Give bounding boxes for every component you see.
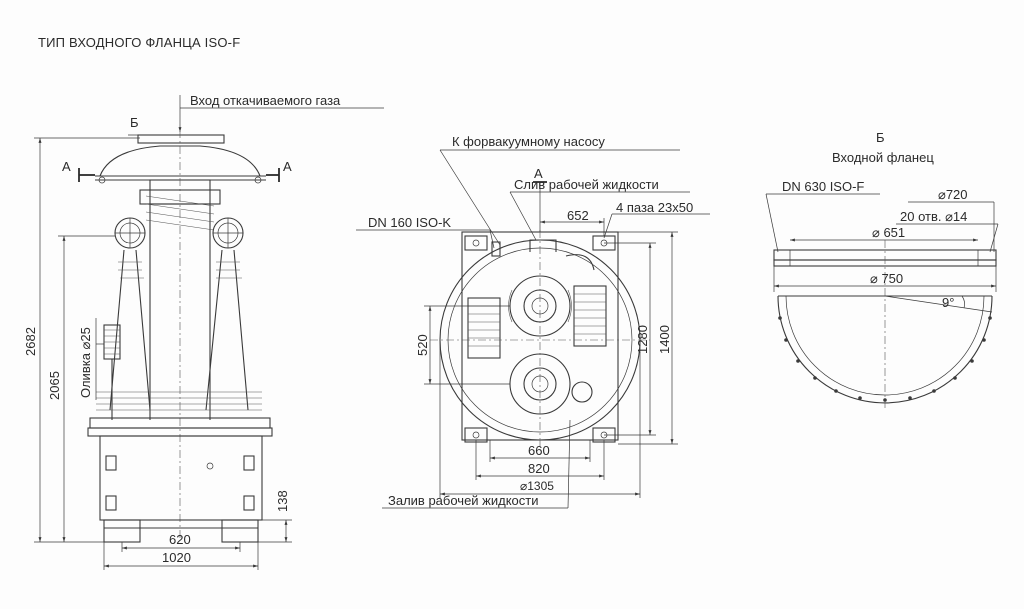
- dim-mid-height: 2065: [47, 371, 62, 400]
- gas-inlet-label: Вход откачиваемого газа: [190, 93, 341, 108]
- fill-label: Залив рабочей жидкости: [388, 493, 539, 508]
- flange-marker-b: Б: [876, 130, 885, 145]
- dim-1305: ⌀1305: [520, 479, 554, 493]
- section-a-marker-left: А: [62, 159, 71, 174]
- dim-651: ⌀ 651: [872, 225, 906, 240]
- dim-660: 660: [528, 443, 550, 458]
- pump-front-view: [34, 95, 384, 570]
- input-flange-view: [765, 193, 999, 410]
- holes-label: 20 отв. ⌀14: [900, 209, 968, 224]
- dim-1280: 1280: [635, 325, 650, 354]
- pump-top-view: [356, 149, 710, 509]
- dim-520: 520: [415, 334, 430, 356]
- dn630-label: DN 630 ISO-F: [782, 179, 865, 194]
- flange-hole-markers: [778, 316, 992, 402]
- forvac-label: К форвакуумному насосу: [452, 134, 605, 149]
- section-a-marker: А: [534, 166, 543, 181]
- slots-label: 4 паза 23x50: [616, 200, 694, 215]
- page-title: ТИП ВХОДНОГО ФЛАНЦА ISO-F: [38, 35, 241, 50]
- angle-label: 9°: [942, 295, 955, 310]
- dim-820: 820: [528, 461, 550, 476]
- dim-base-inner: 620: [169, 532, 191, 547]
- flange-title: Входной фланец: [832, 150, 934, 165]
- section-b-marker: Б: [130, 115, 139, 130]
- dim-total-height: 2682: [23, 327, 38, 356]
- section-a-marker-right: А: [283, 159, 292, 174]
- dim-base-outer: 1020: [162, 550, 191, 565]
- dim-652: 652: [567, 208, 589, 223]
- drain-label: Слив рабочей жидкости: [514, 177, 659, 192]
- dim-base-height: 138: [275, 490, 290, 512]
- dim-720: ⌀720: [938, 187, 968, 202]
- dim-1400: 1400: [657, 325, 672, 354]
- dim-750: ⌀ 750: [870, 271, 904, 286]
- olive-label: Оливка ⌀25: [78, 327, 93, 398]
- dn160-label: DN 160 ISO-K: [368, 215, 452, 230]
